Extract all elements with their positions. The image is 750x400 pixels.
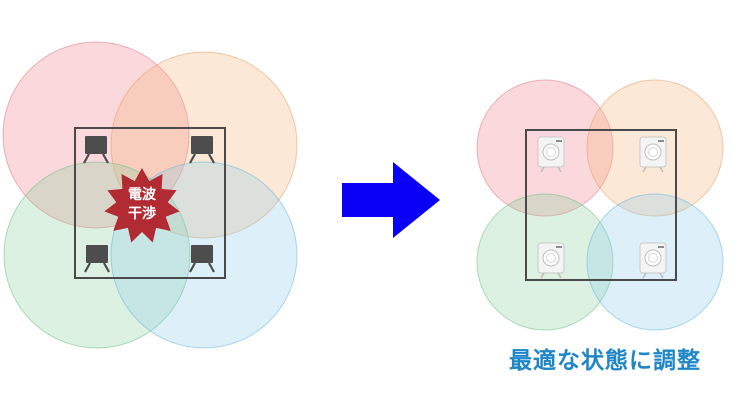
access-point-icon [189,245,215,273]
after-panel [476,79,724,331]
access-point-icon [84,245,110,273]
access-point-icon [537,242,565,279]
before-panel [2,41,298,349]
room-outline [74,127,226,279]
access-point-icon [83,136,109,164]
access-point-icon [189,136,215,164]
access-point-icon [537,136,565,173]
interference-burst-icon [104,168,180,243]
interference-label: 電波 干渉 [128,187,156,222]
room-outline [525,129,677,281]
access-point-icon [639,136,667,173]
access-point-icon [639,242,667,279]
right-arrow-icon [342,162,440,238]
optimized-caption: 最適な状態に調整 [509,348,701,374]
